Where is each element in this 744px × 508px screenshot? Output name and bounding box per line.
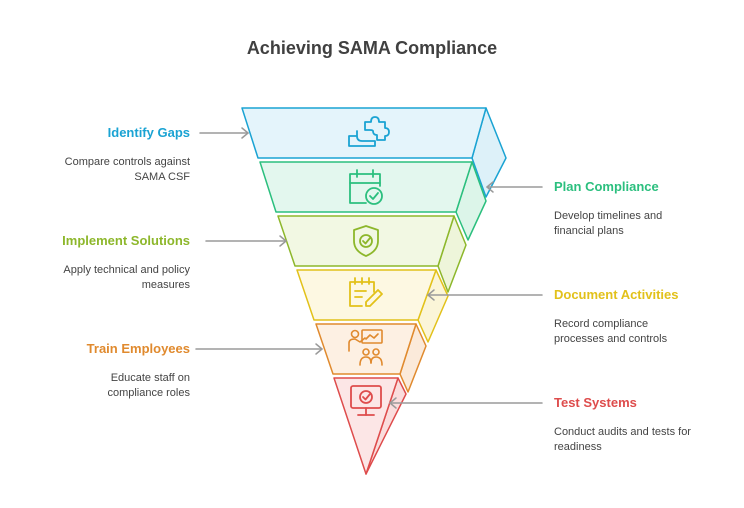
diagram-title: Achieving SAMA Compliance <box>246 38 498 58</box>
notepad-pen-icon <box>349 277 383 307</box>
step-title-test-systems: Test Systems <box>554 395 637 410</box>
funnel-layer-identify-gaps <box>241 107 507 198</box>
connector-arrow-train-employees <box>195 343 323 355</box>
puzzle-icon <box>348 116 390 147</box>
step-desc-plan-compliance: Develop timelines and financial plans <box>554 210 663 237</box>
monitor-check-icon <box>350 385 382 416</box>
step-title-plan-compliance: Plan Compliance <box>554 179 659 194</box>
presentation-people-icon <box>348 329 383 366</box>
funnel-layer-implement-solutions <box>277 215 467 293</box>
step-title-train-employees: Train Employees <box>86 341 190 356</box>
funnel-layer-test-systems <box>333 377 407 475</box>
step-title-document-activities: Document Activities <box>554 287 679 302</box>
connector-arrow-implement-solutions <box>205 235 287 247</box>
step-desc-identify-gaps: Compare controls against SAMA CSF <box>64 156 190 183</box>
funnel-layer-document-activities <box>296 269 449 343</box>
step-desc-test-systems: Conduct audits and tests for readiness <box>554 426 691 453</box>
step-title-implement-solutions: Implement Solutions <box>62 233 190 248</box>
connector-arrow-test-systems <box>389 397 543 409</box>
calendar-check-icon <box>349 169 383 205</box>
shield-check-icon <box>353 225 379 257</box>
connector-arrow-document-activities <box>427 289 543 301</box>
funnel-layer-plan-compliance <box>259 161 487 241</box>
step-desc-implement-solutions: Apply technical and policy measures <box>63 264 190 291</box>
connector-arrow-plan-compliance <box>486 181 543 193</box>
step-title-identify-gaps: Identify Gaps <box>107 125 190 140</box>
step-desc-document-activities: Record compliance processes and controls <box>554 318 668 345</box>
connector-arrow-identify-gaps <box>199 127 249 139</box>
step-desc-train-employees: Educate staff on compliance roles <box>107 372 190 399</box>
